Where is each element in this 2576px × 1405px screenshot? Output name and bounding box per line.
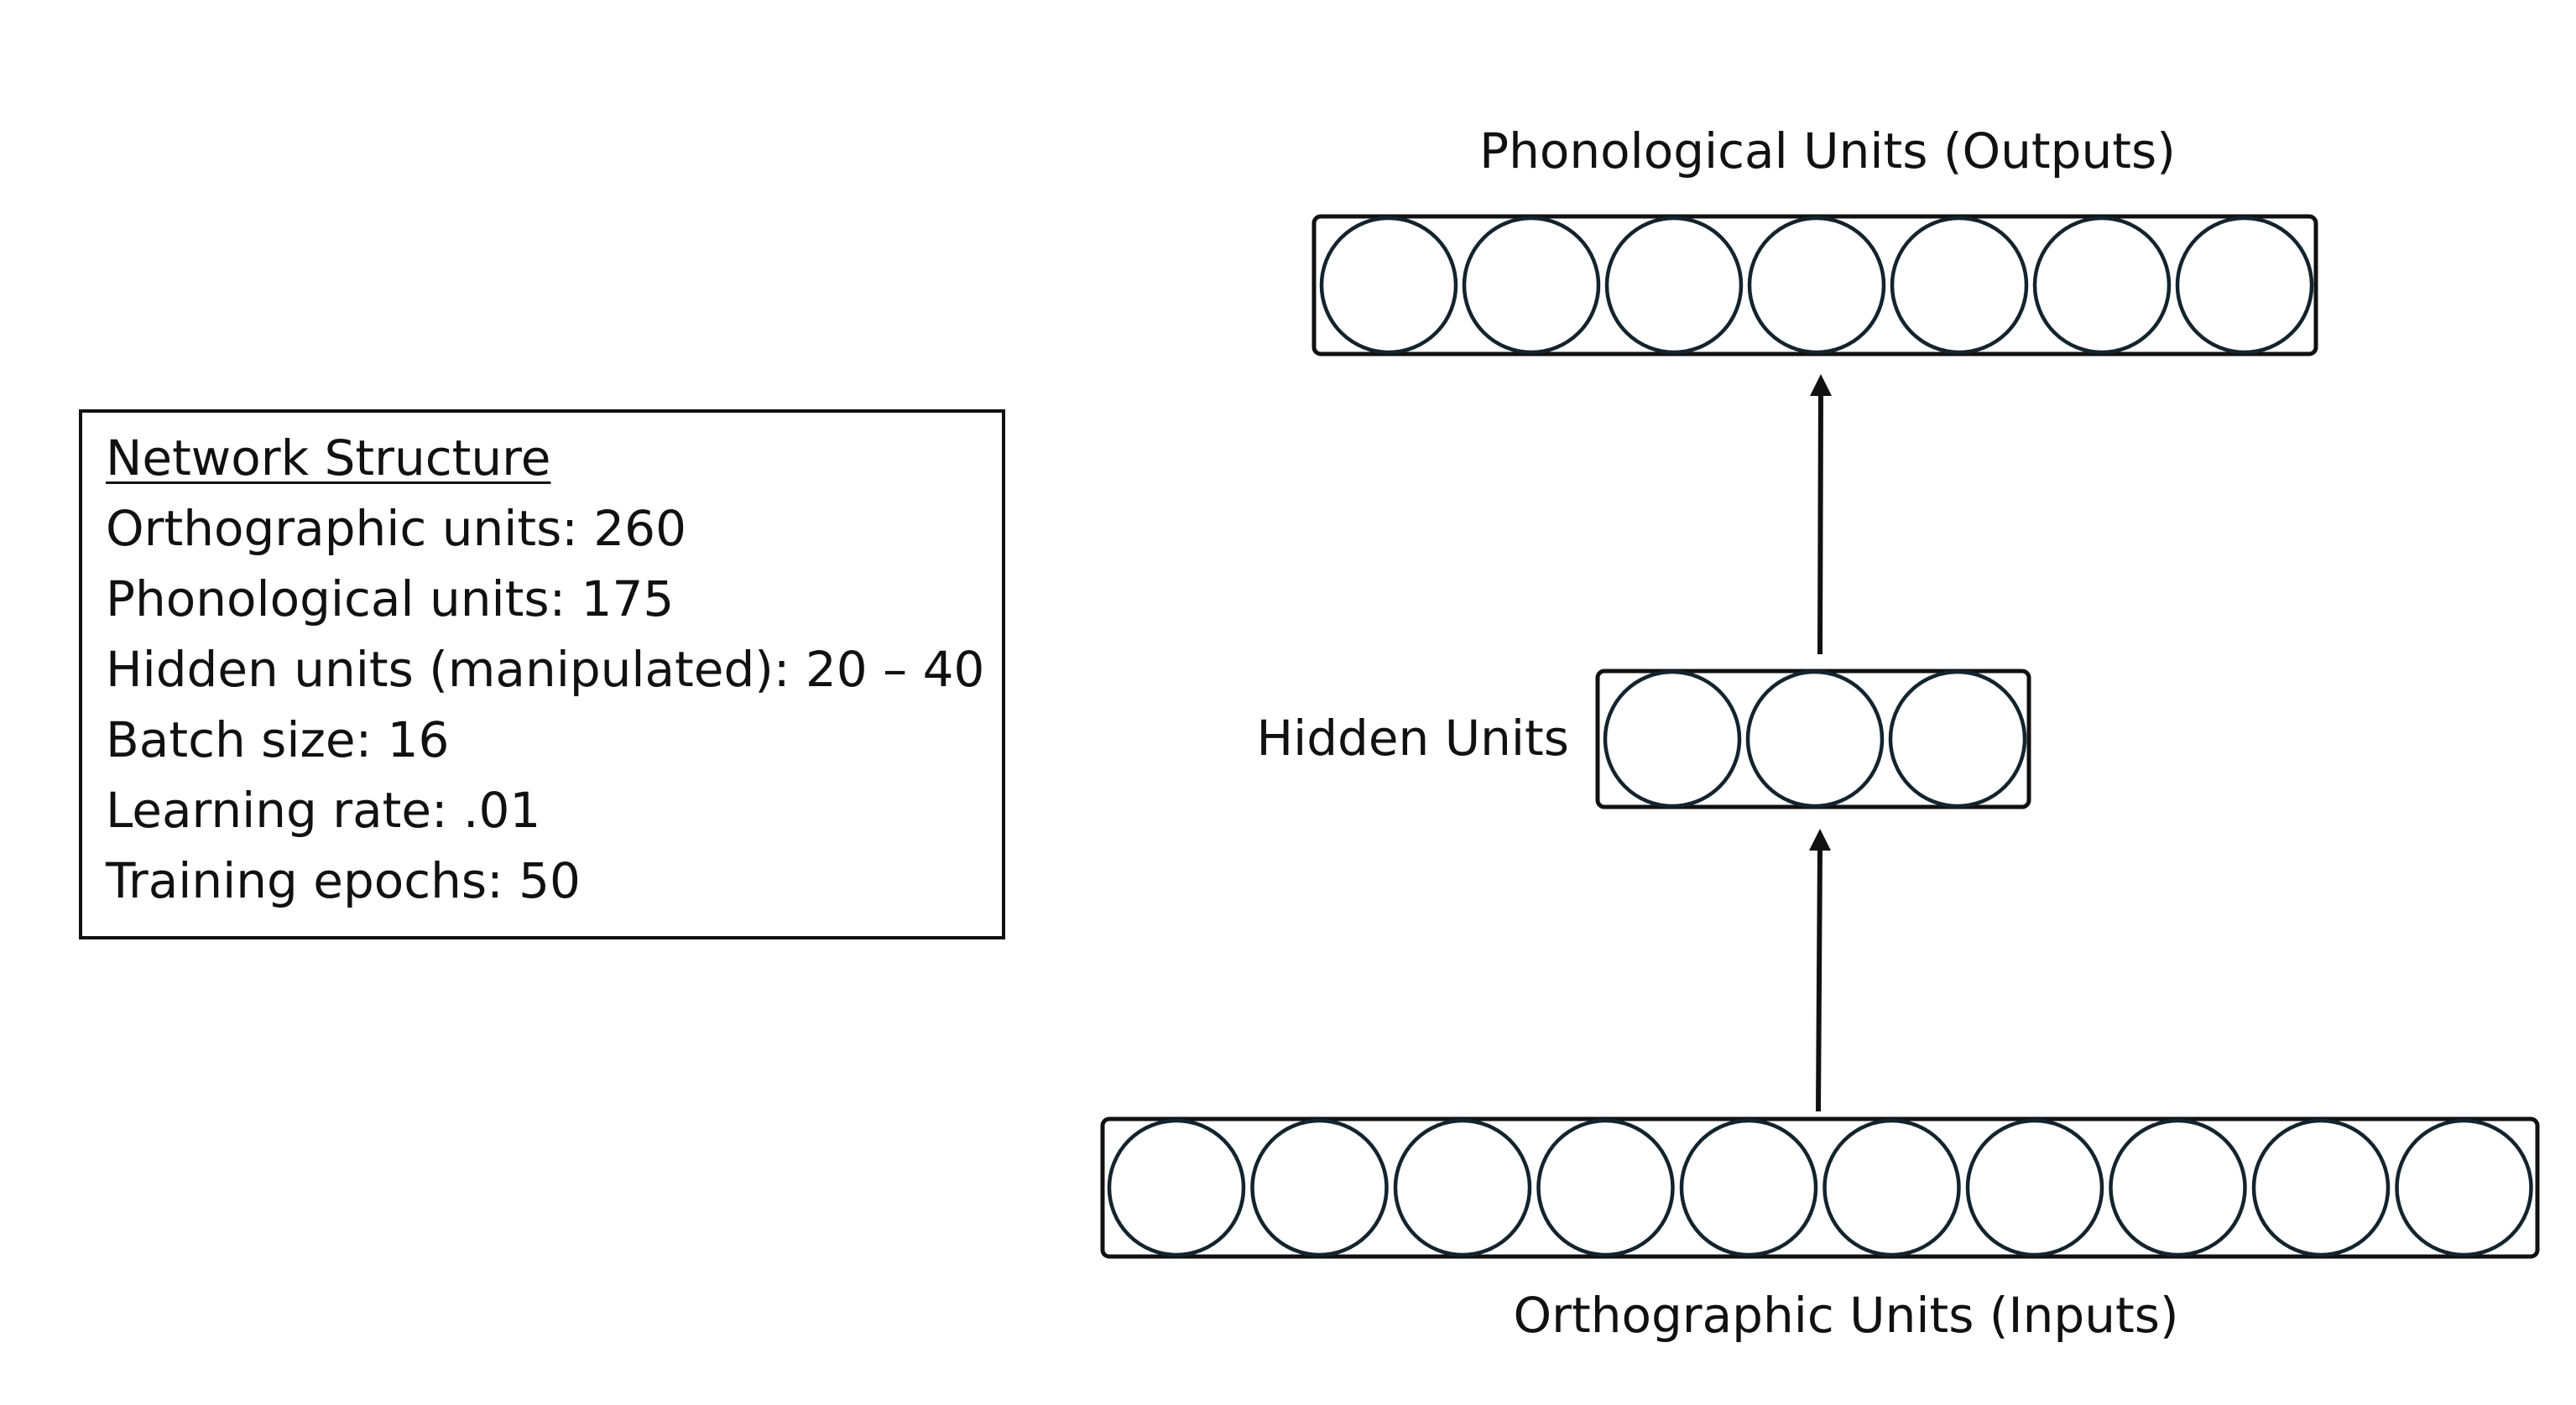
input-unit-9 bbox=[2251, 1118, 2391, 1257]
input-unit-3 bbox=[1393, 1118, 1532, 1257]
output-unit-4 bbox=[1747, 216, 1886, 355]
input-unit-7 bbox=[1965, 1118, 2104, 1257]
hidden-layer bbox=[1595, 669, 2031, 809]
param-training-epochs: Training epochs: 50 bbox=[106, 852, 581, 909]
arrow-input-to-hidden bbox=[1809, 829, 1831, 1112]
param-hidden-units: Hidden units (manipulated): 20 – 40 bbox=[106, 641, 985, 698]
output-unit-7 bbox=[2175, 216, 2314, 355]
param-learning-rate: Learning rate: .01 bbox=[106, 782, 541, 839]
arrow-hidden-to-output bbox=[1810, 374, 1832, 655]
input-unit-5 bbox=[1679, 1118, 1818, 1257]
param-phonological-units: Phonological units: 175 bbox=[106, 570, 675, 627]
hidden-unit-3 bbox=[1888, 669, 2027, 809]
panel-title: Network Structure bbox=[106, 429, 551, 487]
input-layer bbox=[1100, 1116, 2540, 1259]
network-structure-panel: Network Structure Orthographic units: 26… bbox=[79, 409, 1005, 939]
output-unit-1 bbox=[1319, 216, 1458, 355]
output-layer bbox=[1311, 214, 2318, 356]
output-unit-6 bbox=[2032, 216, 2172, 355]
param-orthographic-units: Orthographic units: 260 bbox=[106, 500, 686, 557]
hidden-unit-2 bbox=[1745, 669, 1885, 809]
output-unit-3 bbox=[1604, 216, 1744, 355]
input-unit-4 bbox=[1536, 1118, 1675, 1257]
input-unit-10 bbox=[2395, 1118, 2533, 1257]
input-unit-8 bbox=[2109, 1118, 2247, 1257]
input-layer-box bbox=[1100, 1116, 2540, 1259]
output-layer-label: Phonological Units (Outputs) bbox=[1479, 122, 2176, 180]
output-unit-5 bbox=[1890, 216, 2029, 355]
input-layer-label: Orthographic Units (Inputs) bbox=[1513, 1287, 2178, 1344]
input-unit-6 bbox=[1822, 1118, 1961, 1257]
param-batch-size: Batch size: 16 bbox=[106, 711, 450, 768]
input-unit-1 bbox=[1107, 1118, 1246, 1257]
input-unit-2 bbox=[1250, 1118, 1389, 1257]
hidden-unit-1 bbox=[1603, 669, 1742, 809]
hidden-layer-label: Hidden Units bbox=[1256, 710, 1569, 767]
output-unit-2 bbox=[1462, 216, 1601, 355]
